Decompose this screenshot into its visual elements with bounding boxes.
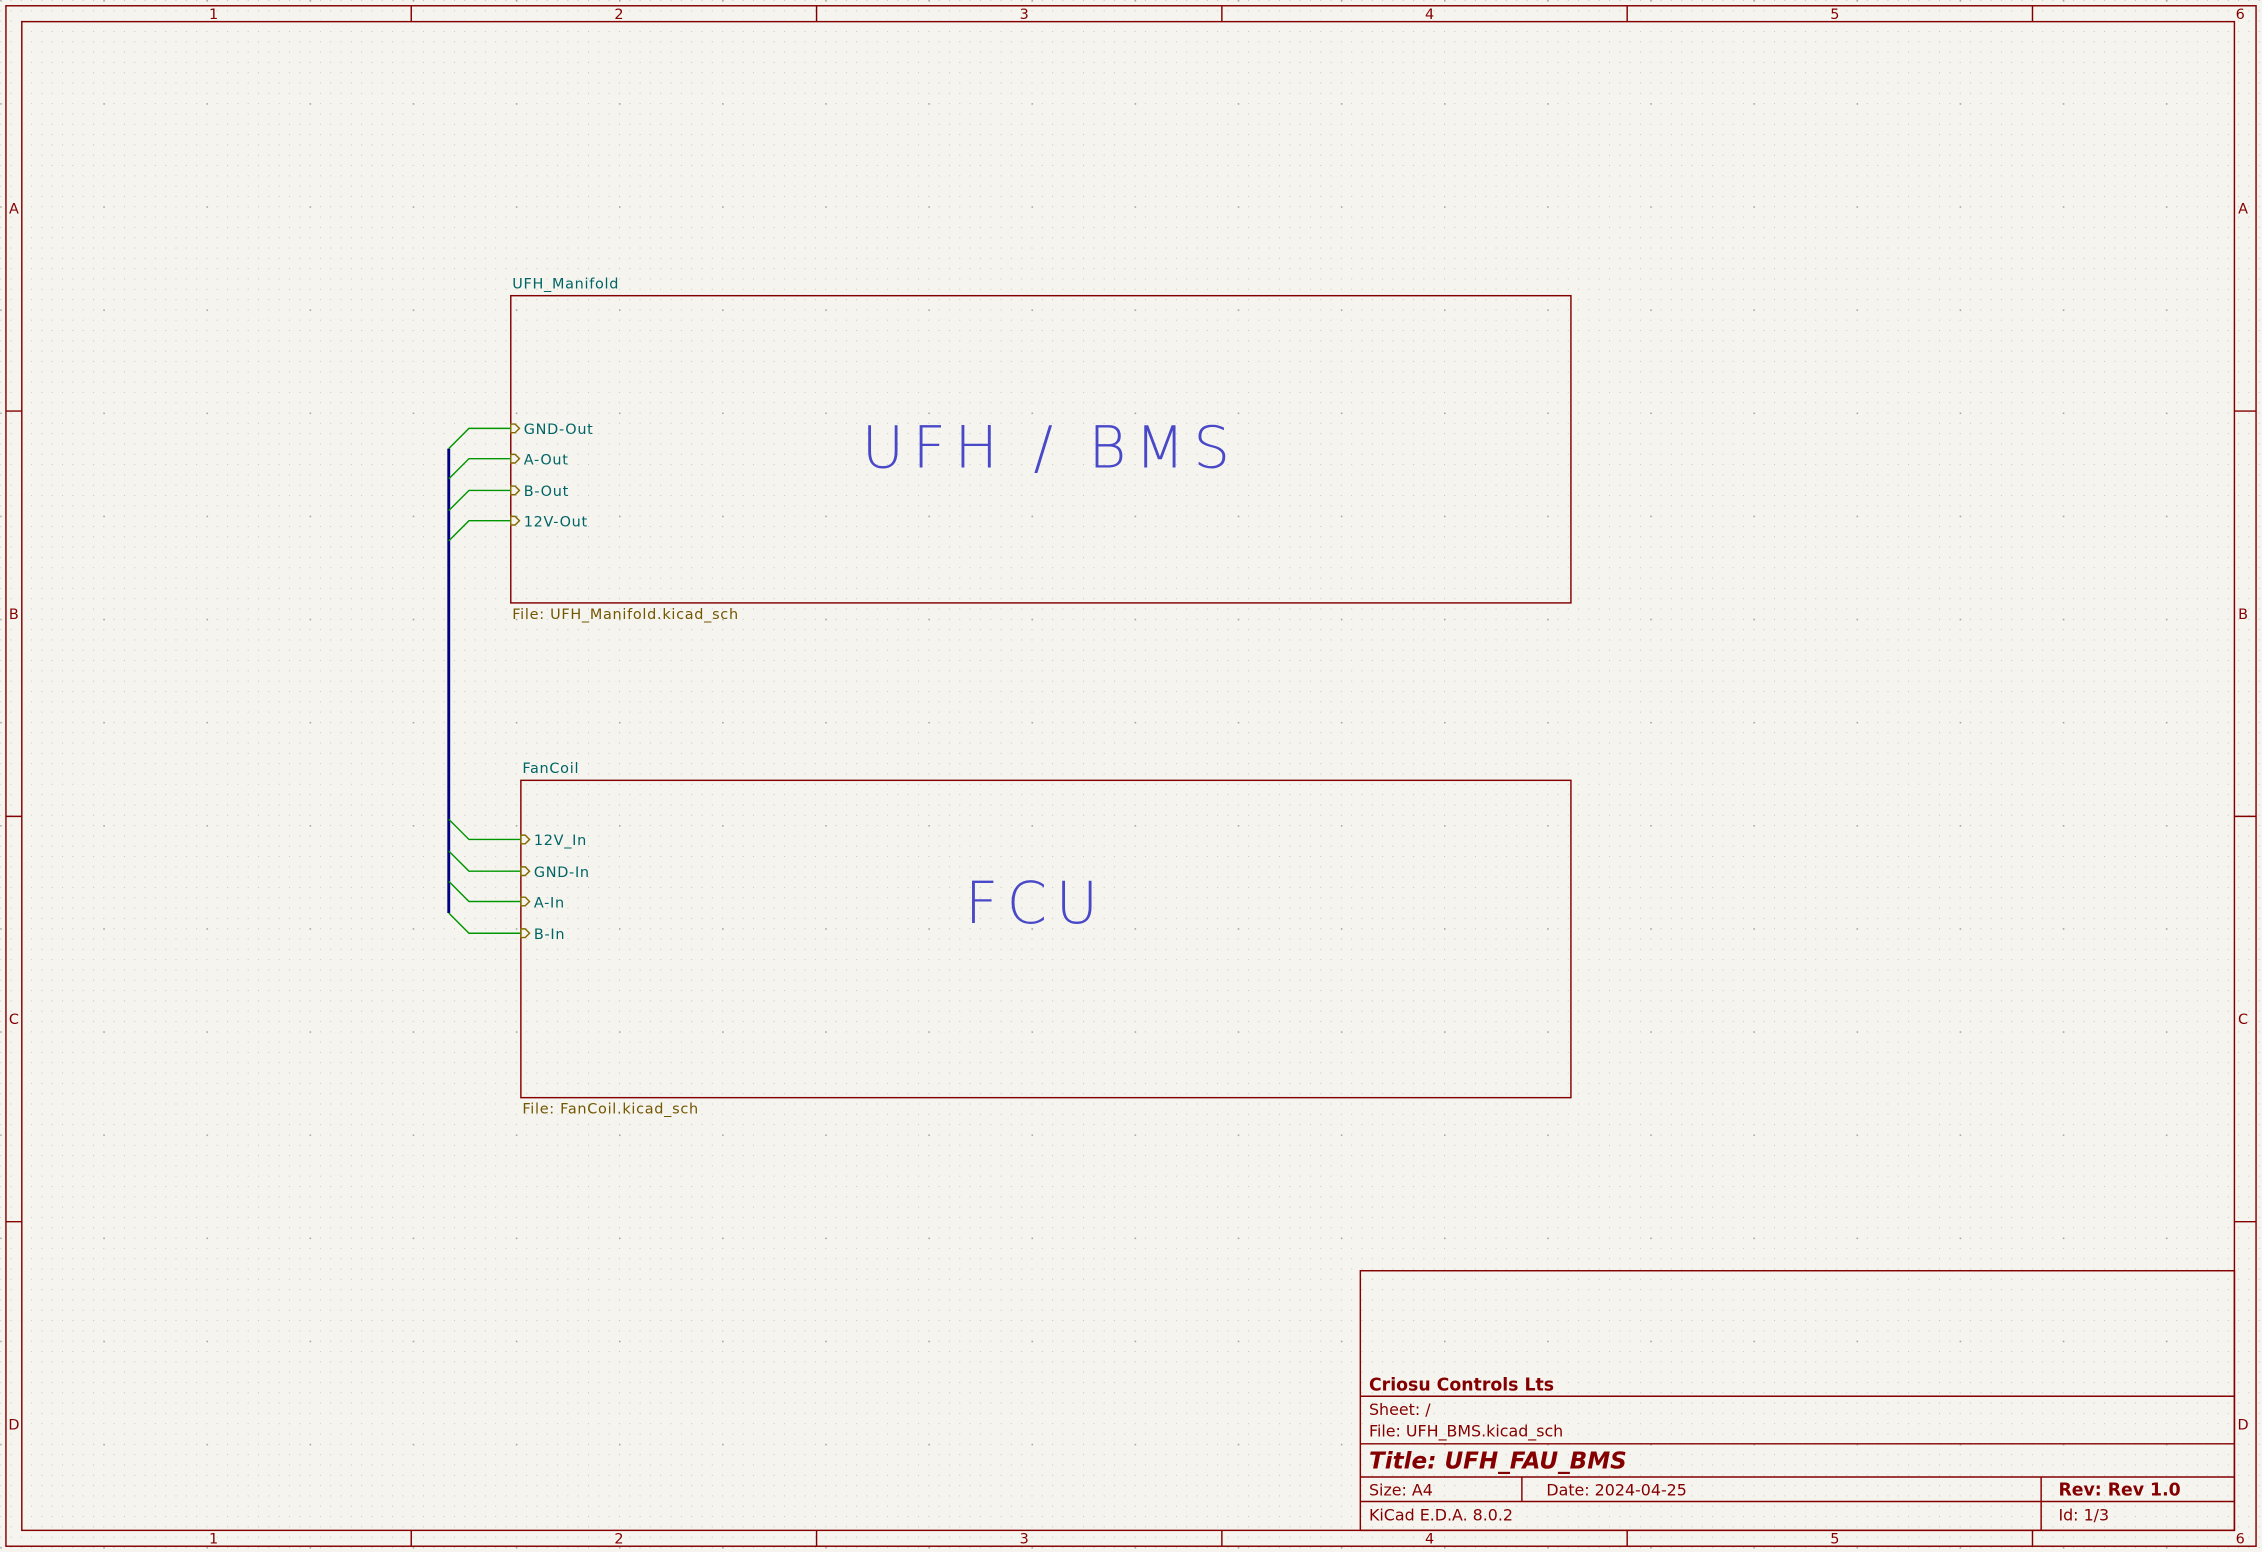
column-number: 3: [1020, 1531, 1029, 1547]
pin-input-icon: [510, 453, 521, 464]
column-number: 6: [2236, 1531, 2245, 1547]
wire[interactable]: [448, 427, 511, 450]
sheet-pin[interactable]: 12V-Out: [448, 514, 588, 542]
company-name: Criosu Controls Lts: [1369, 1375, 1554, 1395]
sheet-name[interactable]: UFH_Manifold: [512, 276, 619, 292]
pin-input-icon: [520, 834, 531, 845]
title-block: [1359, 1270, 2236, 1532]
column-number: 2: [614, 1531, 623, 1547]
pin-label[interactable]: GND-Out: [524, 422, 594, 438]
pin-label[interactable]: B-Out: [524, 484, 569, 500]
column-number: 5: [1830, 1531, 1839, 1547]
wire[interactable]: [448, 850, 521, 872]
sheet-name[interactable]: FanCoil: [522, 761, 579, 777]
sheet-box[interactable]: [520, 779, 1572, 1099]
sheet-pin[interactable]: B-Out: [448, 484, 569, 512]
row-letter: B: [2238, 607, 2248, 623]
pin-input-icon: [520, 866, 531, 877]
column-number: 1: [209, 1531, 218, 1547]
sheet-id: Id: 1/3: [2058, 1505, 2109, 1524]
row-letter: A: [2238, 201, 2248, 217]
title-block-border: [1359, 1270, 2236, 1532]
wire[interactable]: [448, 457, 511, 480]
pin-label[interactable]: A-Out: [524, 452, 569, 468]
sheet-big-text: UFH / BMS: [862, 413, 1239, 481]
row-letter: B: [9, 607, 19, 623]
pin-label[interactable]: 12V-Out: [524, 514, 588, 530]
pin-input-icon: [510, 485, 521, 496]
paper-size: Size: A4: [1369, 1481, 1433, 1500]
tool-version: KiCad E.D.A. 8.0.2: [1369, 1505, 1513, 1524]
column-number: 4: [1425, 7, 1434, 23]
sheet-pin[interactable]: A-Out: [448, 452, 569, 480]
row-letter: A: [9, 201, 19, 217]
column-number: 1: [209, 7, 218, 23]
column-number: 5: [1830, 7, 1839, 23]
row-letter: C: [9, 1012, 19, 1028]
wire[interactable]: [448, 818, 521, 841]
file-name: File: UFH_BMS.kicad_sch: [1369, 1422, 1563, 1442]
sheet-pin[interactable]: B-In: [448, 912, 565, 943]
column-number: 2: [614, 7, 623, 23]
sheet-pin[interactable]: A-In: [448, 880, 565, 911]
sheet-pin[interactable]: 12V_In: [448, 818, 587, 849]
sheet-pin[interactable]: GND-Out: [448, 422, 594, 450]
sheet-big-text: FCU: [965, 869, 1107, 937]
revision: Rev: Rev 1.0: [2058, 1481, 2180, 1501]
column-number: 3: [1020, 7, 1029, 23]
column-number: 6: [2236, 7, 2245, 23]
pin-label[interactable]: GND-In: [534, 865, 590, 881]
title: Title: UFH_FAU_BMS: [1369, 1448, 1627, 1474]
sheet-fancoil[interactable]: FanCoil File: FanCoil.kicad_sch FCU: [520, 761, 1572, 1118]
sheet-path: Sheet: /: [1369, 1400, 1431, 1419]
sheet-file[interactable]: File: FanCoil.kicad_sch: [522, 1102, 699, 1118]
wire[interactable]: [448, 519, 511, 542]
pin-input-icon: [520, 928, 531, 939]
sheet-pin[interactable]: GND-In: [448, 850, 590, 881]
wire[interactable]: [448, 912, 521, 934]
sheet-file[interactable]: File: UFH_Manifold.kicad_sch: [512, 607, 739, 623]
wire[interactable]: [448, 489, 511, 512]
pin-input-icon: [510, 515, 521, 526]
sheet-box[interactable]: [510, 294, 1572, 604]
column-number: 4: [1425, 1531, 1434, 1547]
sheet-ufh-manifold[interactable]: UFH_Manifold File: UFH_Manifold.kicad_sc…: [510, 276, 1572, 623]
inner-frame: [21, 20, 2236, 1532]
pin-label[interactable]: 12V_In: [534, 833, 587, 849]
row-letter: D: [8, 1417, 19, 1433]
pin-input-icon: [510, 423, 521, 434]
row-letter: D: [2238, 1417, 2249, 1433]
outer-frame: [5, 5, 2257, 1547]
row-letter: C: [2238, 1012, 2248, 1028]
date: Date: 2024-04-25: [1546, 1481, 1686, 1500]
pin-label[interactable]: B-In: [534, 927, 565, 943]
pin-input-icon: [520, 896, 531, 907]
pin-label[interactable]: A-In: [534, 895, 565, 911]
wire[interactable]: [448, 880, 521, 903]
